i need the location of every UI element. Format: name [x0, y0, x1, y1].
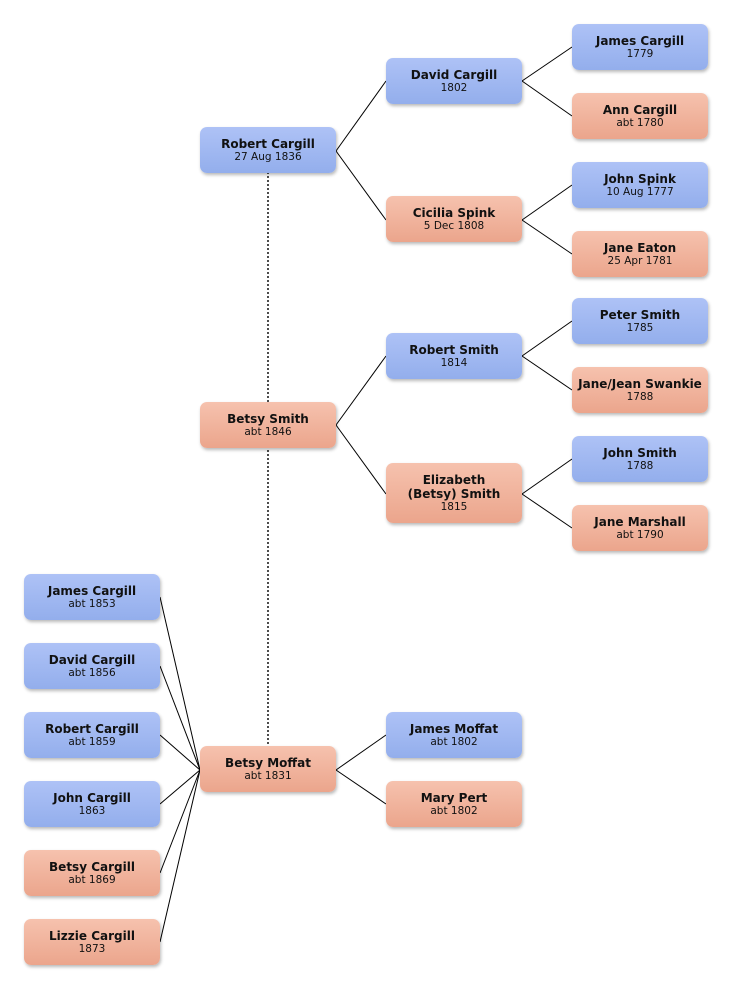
- child-connector: [159, 769, 201, 874]
- person-date: abt 1859: [68, 735, 116, 748]
- person-node-betsy-moffat[interactable]: Betsy Moffat abt 1831: [200, 746, 336, 792]
- person-node-mary-pert[interactable]: Mary Pert abt 1802: [386, 781, 522, 827]
- person-name: Robert Smith: [409, 342, 499, 357]
- person-date: 1785: [626, 321, 654, 334]
- person-name: Jane/Jean Swankie: [578, 376, 702, 391]
- person-node-ann-cargill[interactable]: Ann Cargill abt 1780: [572, 93, 708, 139]
- person-date: abt 1869: [68, 873, 116, 886]
- person-date: abt 1831: [244, 769, 292, 782]
- person-name: Jane Eaton: [603, 240, 677, 255]
- person-node-jane-eaton[interactable]: Jane Eaton 25 Apr 1781: [572, 231, 708, 277]
- parent-connector: [521, 46, 573, 82]
- person-date: 1788: [626, 459, 654, 472]
- person-name: John Spink: [604, 171, 676, 186]
- parent-connector: [335, 769, 387, 805]
- person-node-cicilia-spink[interactable]: Cicilia Spink 5 Dec 1808: [386, 196, 522, 242]
- person-node-robert-cargill-1836[interactable]: Robert Cargill 27 Aug 1836: [200, 127, 336, 173]
- person-date: abt 1780: [616, 116, 664, 129]
- parent-connector: [335, 355, 387, 426]
- person-date: 1815: [440, 500, 468, 513]
- person-name: Robert Cargill: [45, 721, 139, 736]
- parent-connector: [521, 80, 573, 117]
- person-name: Lizzie Cargill: [49, 928, 135, 943]
- parent-connector: [335, 80, 387, 152]
- person-name: David Cargill: [48, 652, 136, 667]
- person-date: 1779: [626, 47, 654, 60]
- person-date: 10 Aug 1777: [606, 185, 674, 198]
- person-date: 1873: [78, 942, 106, 955]
- person-node-james-cargill-1853[interactable]: James Cargill abt 1853: [24, 574, 160, 620]
- person-node-elizabeth-smith[interactable]: Elizabeth (Betsy) Smith 1815: [386, 463, 522, 523]
- parent-connector: [335, 150, 387, 221]
- person-node-peter-smith[interactable]: Peter Smith 1785: [572, 298, 708, 344]
- child-connector: [159, 769, 201, 943]
- person-node-john-smith[interactable]: John Smith 1788: [572, 436, 708, 482]
- parent-connector: [521, 184, 573, 221]
- person-name: James Moffat: [409, 721, 499, 736]
- child-connector: [159, 769, 201, 805]
- person-name: Jane Marshall: [594, 514, 686, 529]
- person-date: 1802: [440, 81, 468, 94]
- person-node-lizzie-cargill-1873[interactable]: Lizzie Cargill 1873: [24, 919, 160, 965]
- person-date: 1863: [78, 804, 106, 817]
- person-name: Elizabeth (Betsy) Smith: [407, 472, 501, 501]
- person-name: Mary Pert: [420, 790, 488, 805]
- parent-connector: [521, 458, 573, 495]
- person-name: Betsy Cargill: [49, 859, 135, 874]
- parent-connector: [335, 424, 387, 495]
- person-date: 27 Aug 1836: [234, 150, 302, 163]
- parent-connector: [521, 355, 573, 391]
- person-node-david-cargill-1802[interactable]: David Cargill 1802: [386, 58, 522, 104]
- person-name: Betsy Smith: [227, 411, 309, 426]
- person-date: abt 1790: [616, 528, 664, 541]
- person-node-james-moffat[interactable]: James Moffat abt 1802: [386, 712, 522, 758]
- parent-connector: [521, 493, 573, 529]
- person-date: 25 Apr 1781: [607, 254, 673, 267]
- person-name: John Cargill: [53, 790, 131, 805]
- parent-connector: [521, 219, 573, 255]
- person-node-betsy-cargill-1869[interactable]: Betsy Cargill abt 1869: [24, 850, 160, 896]
- person-date: abt 1853: [68, 597, 116, 610]
- person-node-robert-cargill-1859[interactable]: Robert Cargill abt 1859: [24, 712, 160, 758]
- person-date: abt 1802: [430, 735, 478, 748]
- person-node-david-cargill-1856[interactable]: David Cargill abt 1856: [24, 643, 160, 689]
- child-connector: [159, 665, 201, 771]
- person-node-jane-marshall[interactable]: Jane Marshall abt 1790: [572, 505, 708, 551]
- person-node-john-cargill-1863[interactable]: John Cargill 1863: [24, 781, 160, 827]
- person-node-jane-swankie[interactable]: Jane/Jean Swankie 1788: [572, 367, 708, 413]
- person-date: abt 1802: [430, 804, 478, 817]
- person-date: 1788: [626, 390, 654, 403]
- person-name: James Cargill: [595, 33, 685, 48]
- person-name: Betsy Moffat: [225, 755, 311, 770]
- person-date: 1814: [440, 356, 468, 369]
- person-name: John Smith: [603, 445, 677, 460]
- person-node-james-cargill-1779[interactable]: James Cargill 1779: [572, 24, 708, 70]
- person-name: James Cargill: [47, 583, 137, 598]
- child-connector: [159, 734, 201, 771]
- person-name: Robert Cargill: [221, 136, 315, 151]
- person-date: abt 1856: [68, 666, 116, 679]
- person-date: 5 Dec 1808: [423, 219, 485, 232]
- parent-connector: [521, 320, 573, 357]
- parent-connector: [335, 734, 387, 771]
- person-node-john-spink[interactable]: John Spink 10 Aug 1777: [572, 162, 708, 208]
- person-date: abt 1846: [244, 425, 292, 438]
- child-connector: [159, 596, 201, 771]
- person-name: Ann Cargill: [602, 102, 678, 117]
- person-name: Cicilia Spink: [412, 205, 496, 220]
- person-name: David Cargill: [410, 67, 498, 82]
- person-node-betsy-smith[interactable]: Betsy Smith abt 1846: [200, 402, 336, 448]
- person-name: Peter Smith: [599, 307, 681, 322]
- person-node-robert-smith[interactable]: Robert Smith 1814: [386, 333, 522, 379]
